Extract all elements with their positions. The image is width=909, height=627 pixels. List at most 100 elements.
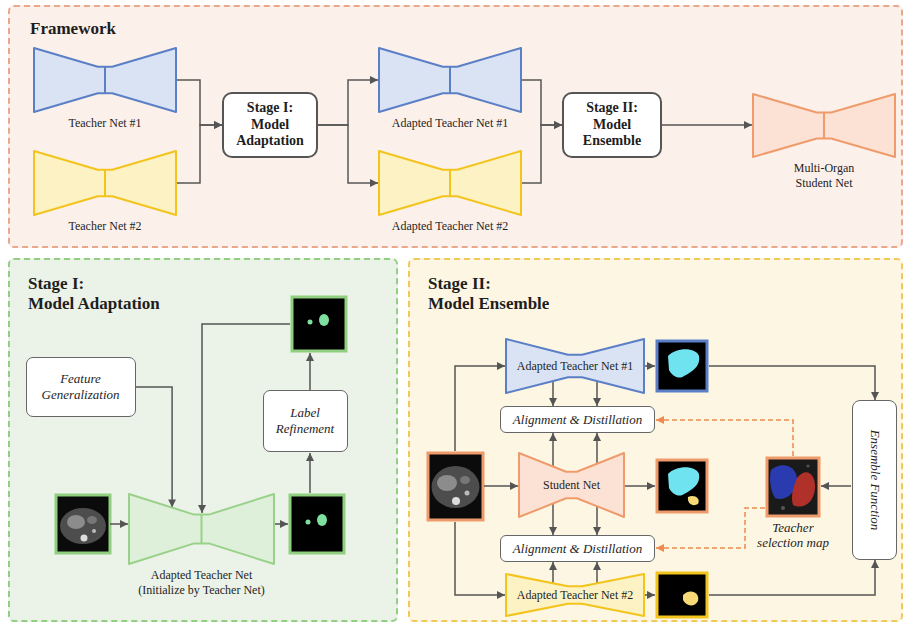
mask-image [657, 341, 707, 391]
network-outline [129, 494, 274, 564]
ct-body [432, 466, 480, 508]
adapted-teacher-network: Adapted Teacher Net #1 [378, 47, 522, 131]
process-box: Feature Generalization [26, 357, 136, 417]
flow-connector [552, 381, 554, 406]
flow-connector [318, 80, 378, 125]
ct-spine [452, 497, 460, 505]
flow-arrow [484, 485, 518, 487]
mask-frame [292, 297, 346, 351]
box-label: Stage II: Model Ensemble [572, 100, 652, 150]
map-texture [807, 465, 810, 468]
network-shape [33, 150, 177, 216]
flow-arrow [709, 560, 875, 595]
ct-body [60, 508, 106, 544]
flow-connector [522, 80, 562, 125]
mask-frame [657, 573, 707, 617]
adapted-teacher-network: Adapted Teacher Net #2 [378, 150, 522, 234]
panel-ground [408, 258, 903, 622]
flow-arrow [455, 366, 505, 451]
mask-image [657, 573, 707, 617]
flow-connector [318, 125, 378, 183]
network-divider [201, 515, 203, 544]
adapted-teacher-network: Adapted Teacher Net (Initialize by Teach… [128, 493, 275, 598]
network-divider [104, 170, 106, 196]
map-frame [767, 458, 819, 516]
flow-arrow [455, 522, 505, 595]
flow-arrow [709, 366, 875, 400]
network-shape [378, 47, 522, 113]
flow-connector [596, 506, 598, 535]
network-divider [104, 67, 106, 93]
network-label: Adapted Teacher Net #1 [517, 360, 634, 372]
network-outline [34, 48, 176, 112]
stage-box: Stage I: Model Adaptation [222, 92, 318, 158]
flow-arrow [645, 594, 655, 596]
panel-ground [8, 258, 398, 622]
flow-connector [522, 125, 562, 183]
network-label: Adapted Teacher Net #2 [392, 219, 509, 233]
ct-spine [81, 535, 88, 542]
liver-region [668, 467, 699, 495]
liver-region [668, 349, 699, 377]
network-divider [449, 67, 451, 93]
network-outline [506, 339, 644, 393]
process-box: Alignment & Distillation [500, 406, 655, 433]
flow-connector [596, 381, 598, 406]
network-outline [753, 94, 895, 157]
selection-arrow [656, 420, 793, 456]
flow-connector [177, 80, 222, 125]
ct-frame [428, 453, 483, 520]
box-label: Feature Generalization [33, 371, 128, 402]
selection-arrow [656, 508, 765, 548]
network-shape [128, 493, 275, 565]
mask-region [308, 320, 313, 325]
stage-panel: Stage II: Model EnsembleAdapted Teacher … [408, 258, 903, 622]
flow-connector [136, 387, 173, 507]
ct-scan [428, 453, 483, 520]
network-shape [752, 93, 896, 158]
box-label: Alignment & Distillation [513, 412, 642, 428]
network-label: Student Net [543, 479, 600, 491]
network-label: Adapted Teacher Net #2 [517, 589, 634, 601]
flow-arrow [645, 365, 655, 367]
flow-arrow [309, 353, 311, 390]
flow-connector [596, 433, 598, 464]
box-label: Ensemble Function [867, 430, 883, 531]
flow-connector [596, 562, 598, 583]
flow-connector [552, 504, 554, 535]
flow-arrow [625, 485, 655, 487]
panel-ground [8, 5, 903, 248]
framework-panel: FrameworkTeacher Net #1Teacher Net #2Sta… [8, 5, 903, 248]
mask-frame [290, 495, 344, 553]
flow-connector [177, 125, 222, 183]
flow-connector [552, 562, 554, 583]
mask-frame [657, 341, 707, 391]
flow-arrow [110, 523, 128, 525]
process-box: Ensemble Function [852, 400, 897, 560]
stage-box: Stage II: Model Ensemble [562, 92, 662, 158]
ct-organ [87, 516, 97, 524]
adapted-teacher-network: Adapted Teacher Net #1 [505, 338, 645, 394]
network-label: Teacher Net #2 [68, 219, 141, 233]
flow-connector [662, 124, 752, 126]
adapted-teacher-network: Adapted Teacher Net #2 [505, 573, 645, 617]
student-network: Student Net [518, 452, 625, 518]
network-outline [519, 453, 624, 517]
network-label: Adapted Teacher Net (Initialize by Teach… [138, 568, 265, 597]
flow-arrow [275, 523, 288, 525]
map-texture [781, 506, 785, 510]
box-label: Alignment & Distillation [513, 541, 642, 557]
mask-image [657, 460, 707, 512]
ct-scan [56, 495, 110, 553]
ct-organ [92, 529, 96, 533]
ct-organ [437, 475, 457, 491]
student-network: Multi-Organ Student Net [752, 93, 896, 191]
stage-panel: Stage I: Model AdaptationFeature General… [8, 258, 398, 622]
network-label: Multi-Organ Student Net [794, 161, 854, 190]
map-region [792, 472, 815, 506]
mask-region [306, 520, 311, 525]
teacher-network: Teacher Net #2 [33, 150, 177, 234]
network-divider [449, 170, 451, 196]
network-label: Adapted Teacher Net #1 [392, 116, 509, 130]
